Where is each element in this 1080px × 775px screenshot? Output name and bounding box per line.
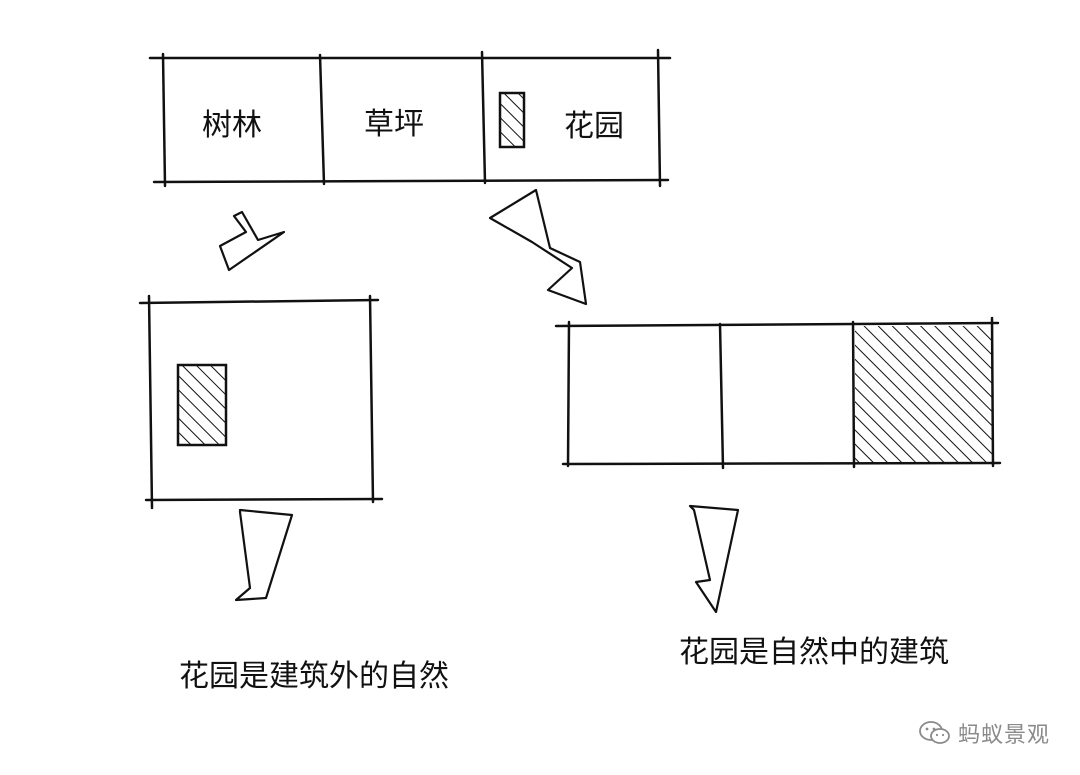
arrow-down-left-icon bbox=[218, 210, 286, 272]
wechat-icon bbox=[919, 721, 950, 744]
right-strip bbox=[554, 316, 1002, 470]
arrow-down-icon-left bbox=[234, 508, 294, 602]
cell-label-forest: 树林 bbox=[202, 108, 262, 143]
cell-label-garden: 花园 bbox=[564, 109, 624, 144]
watermark-text: 蚂蚁景观 bbox=[957, 723, 1050, 748]
arrow-down-right-icon bbox=[488, 188, 588, 306]
caption-right: 花园是自然中的建筑 bbox=[679, 635, 949, 670]
watermark: 蚂蚁景观 bbox=[918, 717, 1050, 749]
garden-hatch-swatch bbox=[498, 91, 526, 149]
right-strip-hatch bbox=[855, 326, 992, 463]
cell-label-lawn: 草坪 bbox=[364, 107, 424, 142]
caption-left: 花园是建筑外的自然 bbox=[179, 659, 449, 694]
arrow-down-icon-right bbox=[688, 504, 740, 614]
left-box-hatch bbox=[176, 363, 228, 447]
top-strip: 树林 草坪 花园 bbox=[148, 48, 672, 188]
left-box bbox=[138, 294, 384, 510]
